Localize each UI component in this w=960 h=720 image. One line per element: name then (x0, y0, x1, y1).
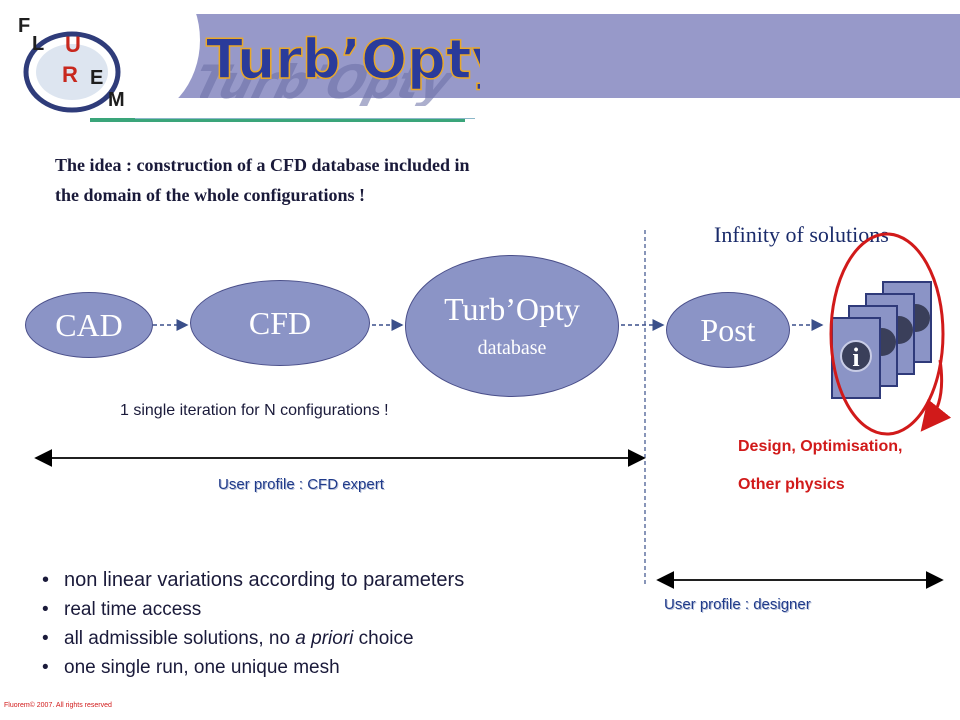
list-item: • non linear variations according to para… (42, 566, 464, 595)
logo-letter-u: U (65, 32, 81, 57)
bullet-dot: • (42, 628, 49, 649)
flurem-logo: F L U R E M (18, 15, 125, 113)
outcome-line-2: Other physics (738, 476, 845, 493)
logo-letter-m: M (108, 89, 125, 111)
logo-letter-l: L (32, 33, 44, 55)
idea-line-2: the domain of the whole configurations ! (55, 185, 365, 205)
benefit-text: non linear variations according to param… (64, 569, 465, 591)
logo-ring (23, 31, 121, 113)
turbopty-stage-subtitle: database (477, 337, 547, 359)
list-item: • all admissible solutions, no a priori c… (42, 624, 464, 653)
benefit-text-italic: all admissible solutions, no a priori ch… (64, 628, 414, 649)
bullet-dot: • (42, 657, 49, 678)
a-priori-emphasis: a priori (295, 628, 354, 649)
title-text: Turb’Opty (206, 28, 480, 91)
idea-statement: The idea : construction of a CFD databas… (55, 150, 635, 210)
logo-letter-e: E (90, 67, 103, 89)
bullet-dot: • (42, 599, 49, 620)
outcome-line-1: Design, Optimisation, (738, 438, 903, 455)
header-band (130, 14, 960, 98)
title-logo: Turb’Opty Turb’Opty (200, 27, 480, 106)
solutions-highlight-ring (829, 232, 945, 436)
logo-letter-r: R (62, 62, 78, 87)
info-icon (840, 340, 872, 372)
idea-line-1: The idea : construction of a CFD databas… (55, 155, 470, 175)
header-rule-green (90, 118, 465, 122)
profile-cfd-expert: User profile : CFD expert (218, 476, 384, 493)
logo-globe (36, 44, 108, 100)
copyright-notice: Fluorem© 2007. All rights reserved (4, 702, 112, 709)
header-rule-blue (135, 118, 475, 119)
title-shadow: Turb’Opty (200, 56, 463, 106)
logo-letter-f: F (18, 15, 30, 37)
benefit-list: • non linear variations according to para… (42, 566, 464, 682)
turbopty-database-stage: Turb’Opty database (405, 255, 619, 397)
list-item: • real time access (42, 595, 464, 624)
profile-designer: User profile : designer (664, 596, 811, 613)
post-stage: Post (666, 292, 790, 368)
turbopty-stage-title: Turb’Opty (444, 291, 580, 327)
solutions-stack: i (831, 281, 932, 399)
iteration-note: 1 single iteration for N configurations … (120, 402, 389, 419)
cfd-stage: CFD (190, 280, 370, 366)
solutions-ring-arrow (920, 359, 952, 432)
benefit-text: one single run, one unique mesh (64, 657, 340, 678)
cad-stage: CAD (25, 292, 153, 358)
infinity-label: Infinity of solutions (714, 222, 889, 247)
benefit-text: real time access (64, 599, 202, 620)
bullet-dot: • (42, 569, 50, 591)
info-glyph: i (852, 343, 859, 372)
list-item: • one single run, one unique mesh (42, 653, 464, 682)
